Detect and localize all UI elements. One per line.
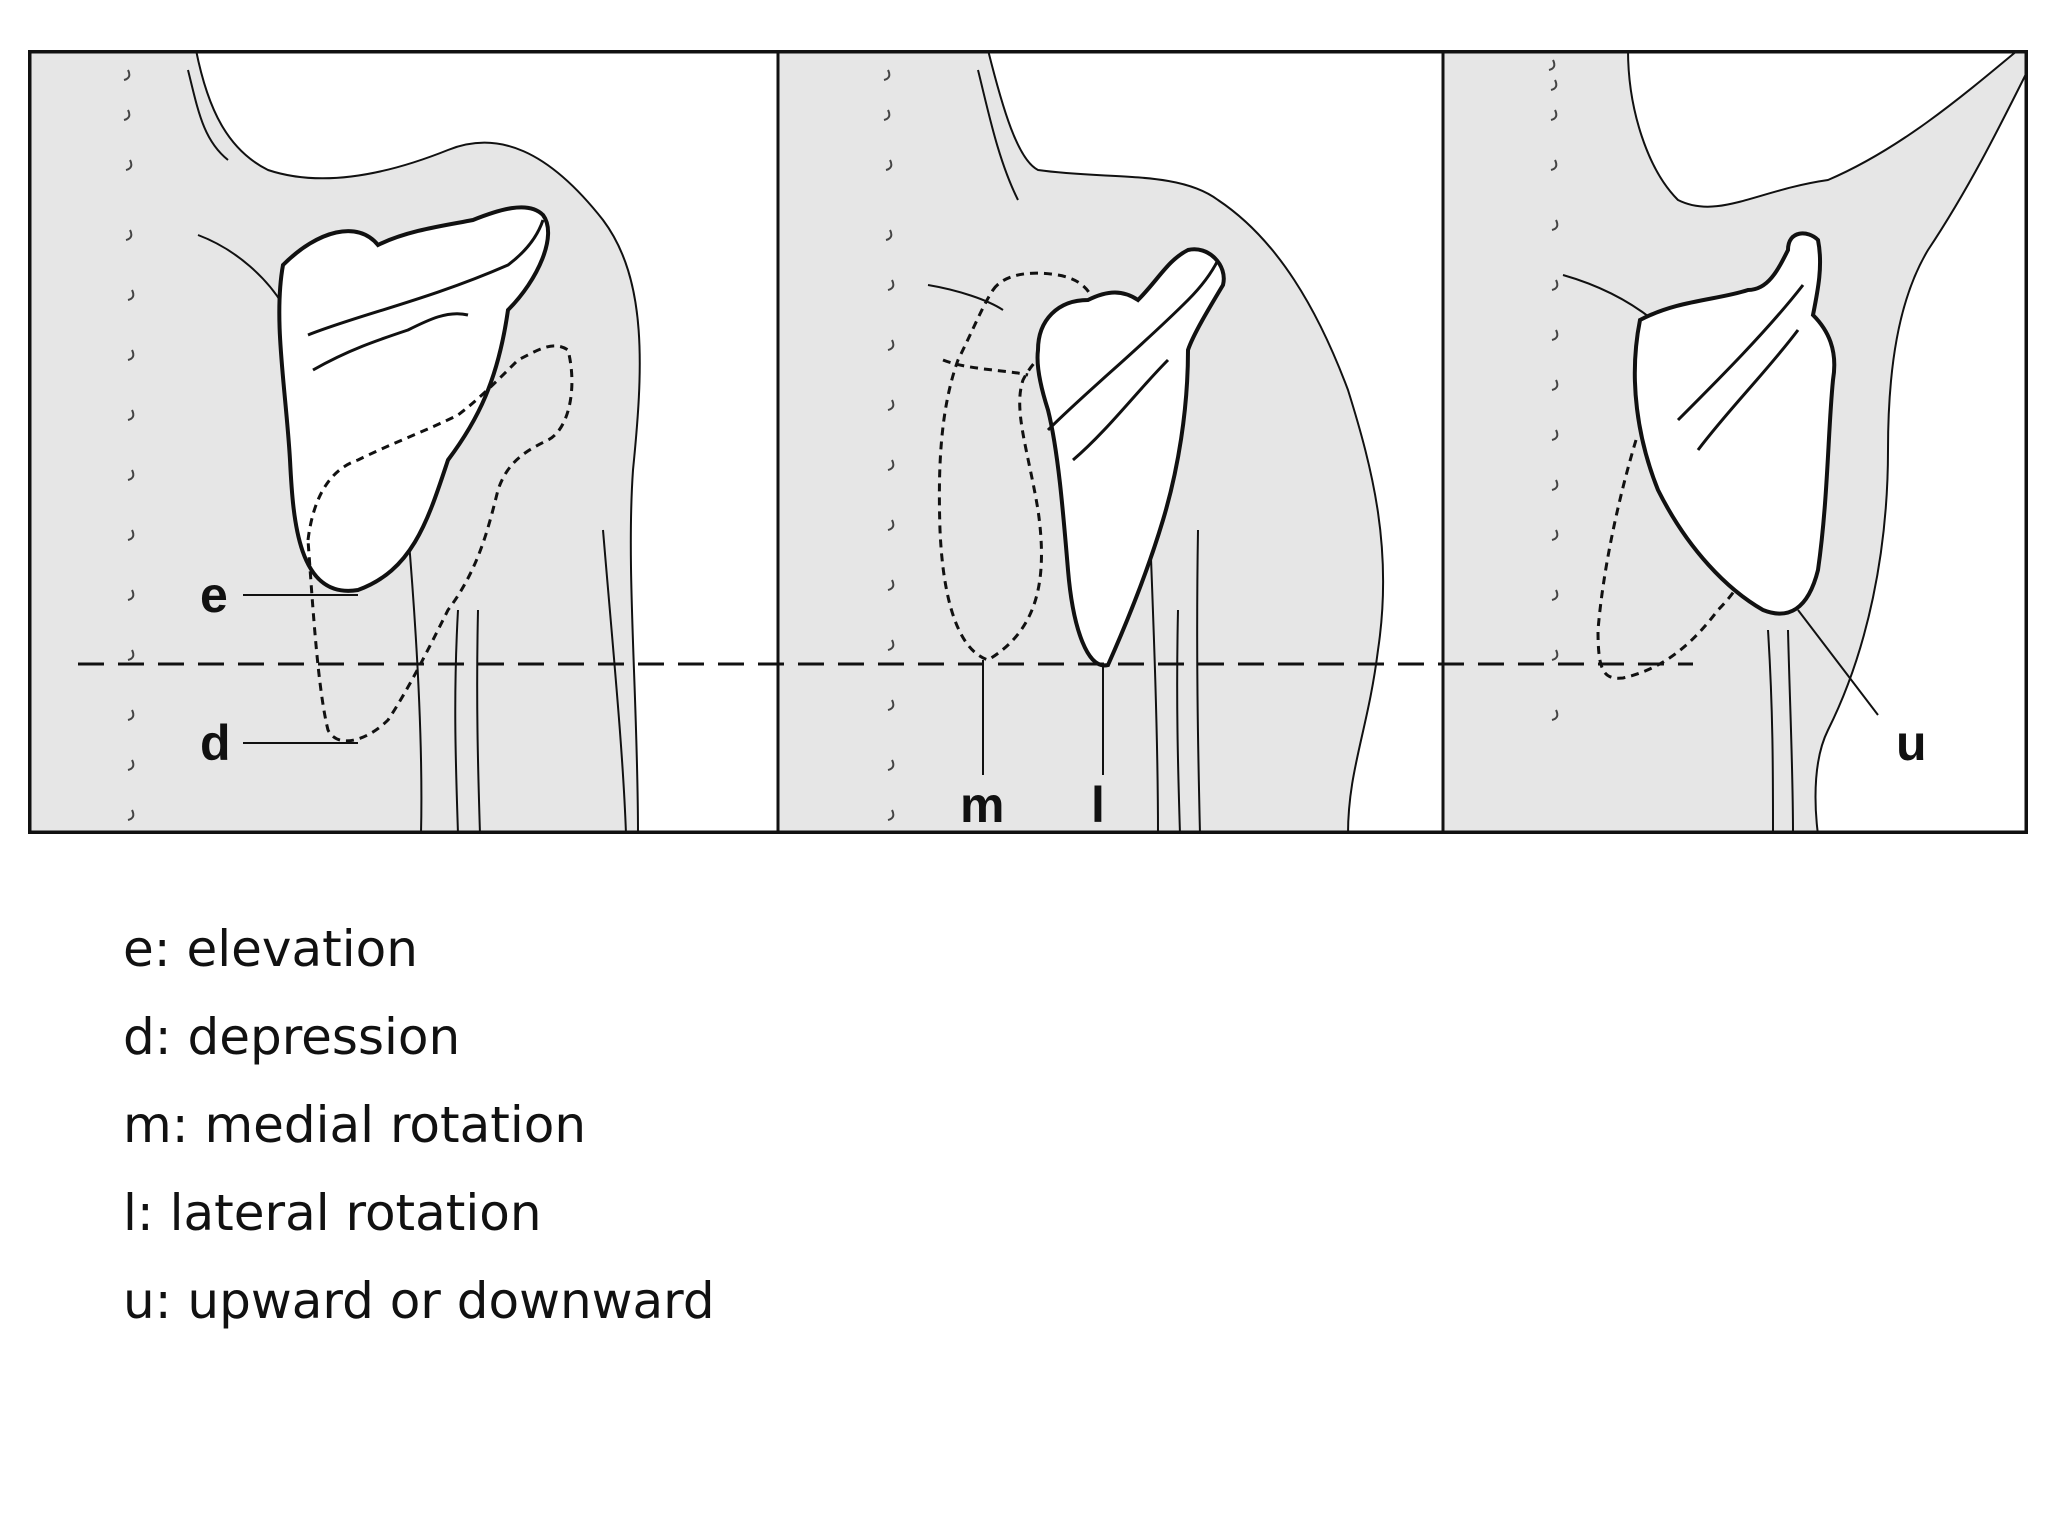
scapula-ridge: [312, 312, 469, 372]
arm-line-2: [1787, 629, 1794, 834]
label-m: m: [960, 777, 1004, 833]
arm-line-4: [602, 529, 627, 834]
scapula-ridge: [1072, 358, 1170, 462]
legend-item-elevation: e: elevation: [123, 920, 418, 978]
label-e: e: [200, 567, 228, 623]
panel-upward-downward: u: [1443, 50, 2028, 834]
clavicle-line: [927, 284, 1004, 311]
arm-line-1: [1767, 629, 1774, 834]
shoulder-outline: [195, 50, 641, 834]
leader-u: [1797, 609, 1879, 716]
neck-line: [187, 69, 229, 161]
legend-item-depression: d: depression: [123, 1008, 461, 1066]
shoulder-outline: [987, 50, 1385, 834]
scapula-elevated: [277, 205, 550, 593]
panel-elevation-depression: e d: [28, 50, 778, 834]
arm-line-3: [1196, 529, 1201, 834]
spine-markers: [883, 69, 895, 821]
scapula-downward: [1596, 439, 1752, 680]
panel-rotation: m l: [778, 50, 1443, 834]
label-d: d: [200, 715, 231, 771]
clavicle-line: [1562, 274, 1654, 321]
neck-line: [977, 69, 1019, 201]
scapula-lateral-rotation: [1035, 247, 1226, 668]
arm-outline-lower: [1814, 69, 2028, 834]
scapula-ridge: [1696, 329, 1800, 451]
figure-frame: [28, 50, 2028, 834]
legend-list: e: elevation d: depression m: medial rot…: [123, 905, 715, 1345]
arm-outline: [1627, 50, 2019, 208]
spine-markers: [123, 69, 135, 821]
scapula-depressed: [306, 344, 574, 743]
legend-item-upward-downward: u: upward or downward: [123, 1272, 715, 1330]
scapula-motion-figure: e d m l: [28, 50, 2028, 834]
arm-line-3: [476, 609, 481, 834]
scapula-medial-ridge: [942, 358, 1029, 377]
legend-item-medial-rotation: m: medial rotation: [123, 1096, 587, 1154]
scapula-upward: [1632, 231, 1837, 616]
arm-line-2: [454, 609, 459, 834]
scapula-spine: [1046, 259, 1220, 432]
label-u: u: [1896, 715, 1927, 771]
arm-line-2: [1176, 609, 1181, 834]
scapula-spine: [307, 219, 545, 337]
scapula-spine: [1676, 284, 1805, 422]
label-l: l: [1091, 777, 1105, 833]
spine-markers: [1548, 59, 1559, 721]
arm-line-1: [407, 529, 423, 834]
legend-item-lateral-rotation: l: lateral rotation: [123, 1184, 542, 1242]
